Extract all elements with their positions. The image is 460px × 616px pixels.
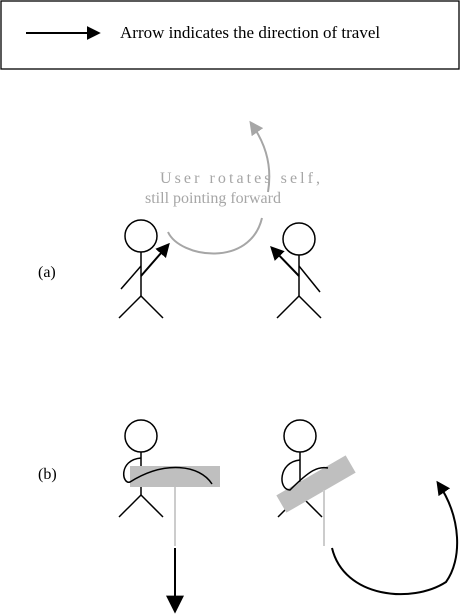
rotation-arrow-icon: [331, 480, 459, 596]
user-arm: [123, 457, 213, 485]
rotation-arc-icon: [249, 120, 271, 193]
rotation-annotation-line1: User rotates self,: [160, 170, 320, 187]
user-figure-icon: [276, 222, 322, 319]
pointing-arrow-icon: [270, 245, 300, 277]
legend-text: Arrow indicates the direction of travel: [120, 23, 380, 42]
user-figure-icon: [118, 219, 164, 319]
panel-a-label: (a): [38, 264, 56, 281]
pointing-arrow-icon: [140, 242, 170, 277]
user-arm: [281, 459, 329, 491]
legend-box: [0, 0, 460, 70]
panel-b: (b): [38, 419, 459, 614]
panel-b-label: (b): [38, 466, 57, 483]
legend: Arrow indicates the direction of travel: [0, 0, 460, 70]
rotation-arc-icon: [167, 217, 263, 255]
steering-board: [276, 455, 356, 513]
rotation-annotation-line2: still pointing forward: [145, 190, 281, 207]
panel-a: (a) User rotates self, still pointing fo…: [38, 120, 322, 319]
